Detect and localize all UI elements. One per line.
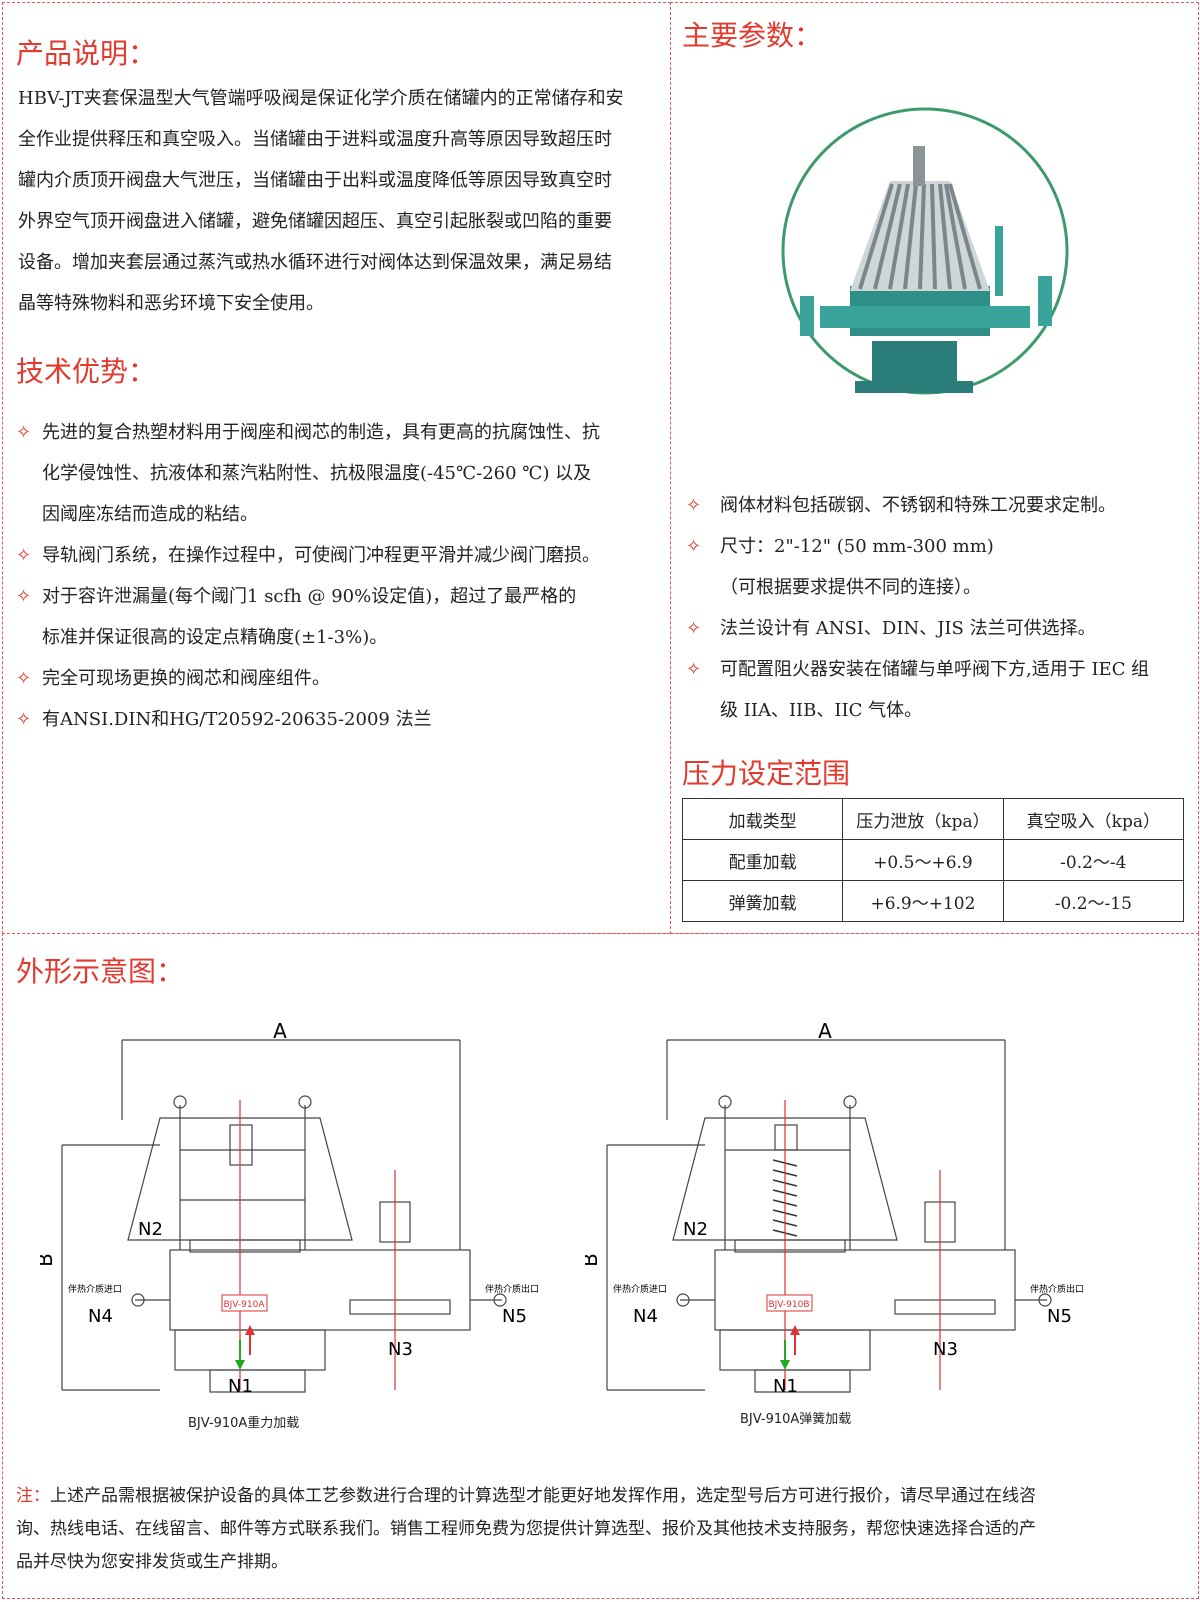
- inlet-label: 伴热介质进口: [68, 1283, 122, 1295]
- label-n1: N1: [773, 1376, 798, 1397]
- advantage-line: 完全可现场更换的阀芯和阀座组件。: [42, 668, 330, 689]
- dimension-a: A: [273, 1019, 287, 1043]
- table-cell: +6.9～+102: [842, 880, 1004, 922]
- nameplate: BJV-910B: [768, 1300, 809, 1310]
- intro-line: 罐内介质顶开阀盘大气泄压，当储罐由于出料或温度降低等原因导致真空时: [18, 170, 612, 191]
- note-line: 注：上述产品需根据被保护设备的具体工艺参数进行合理的计算选型才能更好地发挥作用，…: [16, 1480, 1186, 1513]
- param-item: ✧ 阀体材料包括碳钢、不锈钢和特殊工况要求定制。: [686, 485, 1186, 526]
- params-heading: 主要参数：: [682, 19, 823, 52]
- param-line: 级 IIA、IIB、IIC 气体。: [720, 700, 923, 721]
- dimension-b: B: [585, 1253, 602, 1267]
- table-header: 压力泄放（kpa）: [842, 798, 1004, 840]
- param-line: 法兰设计有 ANSI、DIN、JIS 法兰可供选择。: [720, 618, 1096, 639]
- breather-valve-photo: [781, 107, 1069, 395]
- advantages-list: ✧ 先进的复合热塑材料用于阀座和阀芯的制造，具有更高的抗腐蚀性、抗 化学侵蚀性、…: [16, 412, 656, 740]
- bottom-panel: [2, 933, 1199, 1599]
- table-cell: +0.5～+6.9: [842, 839, 1004, 881]
- valve-drawing-spring: BJV-910B A B N2 N4 N5 N3 N1 伴热介质进口 伴热介质出…: [585, 1019, 1084, 1397]
- table-header: 真空吸入（kpa）: [1002, 798, 1185, 840]
- inlet-label: 伴热介质进口: [613, 1283, 667, 1295]
- label-n4: N4: [88, 1306, 113, 1327]
- param-item: ✧ 法兰设计有 ANSI、DIN、JIS 法兰可供选择。: [686, 608, 1186, 649]
- advantage-item: ✧ 对于容许泄漏量(每个阈门1 scfh @ 90%设定值)，超过了最严格的 标…: [16, 576, 656, 658]
- intro-heading: 产品说明：: [16, 37, 157, 70]
- label-n4: N4: [633, 1306, 658, 1327]
- diagram-caption-spring: BJV-910A弹簧加载: [740, 1412, 852, 1427]
- bullet-icon: ✧: [686, 618, 702, 639]
- bullet-icon: ✧: [686, 659, 702, 680]
- advantage-line: 对于容许泄漏量(每个阈门1 scfh @ 90%设定值)，超过了最严格的: [42, 586, 577, 607]
- bullet-icon: ✧: [16, 709, 32, 730]
- label-n3: N3: [388, 1339, 413, 1360]
- param-item: ✧ 可配置阻火器安装在储罐与单呼阀下方,适用于 IEC 组 级 IIA、IIB、…: [686, 649, 1186, 731]
- bullet-icon: ✧: [16, 586, 32, 607]
- bullet-icon: ✧: [16, 422, 32, 443]
- valve-drawing-gravity: BJV-910A A B N2 N4 N5 N3 N1 伴热介质进口 伴热介质出…: [40, 1019, 539, 1397]
- param-line: 可配置阻火器安装在储罐与单呼阀下方,适用于 IEC 组: [720, 659, 1150, 680]
- advantage-line: 标准并保证很高的设定点精确度(±1-3%)。: [42, 627, 388, 648]
- advantage-item: ✧ 先进的复合热塑材料用于阀座和阀芯的制造，具有更高的抗腐蚀性、抗 化学侵蚀性、…: [16, 412, 656, 535]
- table-cell: -0.2～-15: [1002, 880, 1185, 922]
- label-n2: N2: [683, 1219, 708, 1240]
- nameplate: BJV-910A: [223, 1300, 265, 1310]
- table-row: 弹簧加载 +6.9～+102 -0.2～-15: [681, 880, 1185, 922]
- note-text: 上述产品需根据被保护设备的具体工艺参数进行合理的计算选型才能更好地发挥作用，选定…: [50, 1486, 1036, 1506]
- advantage-item: ✧ 完全可现场更换的阀芯和阀座组件。: [16, 658, 656, 699]
- advantage-line: 化学侵蚀性、抗液体和蒸汽粘附性、抗极限温度(-45℃-260 ℃) 以及: [42, 463, 592, 484]
- note-line: 询、热线电话、在线留言、邮件等方式联系我们。销售工程师免费为您提供计算选型、报价…: [16, 1519, 1036, 1539]
- table-header: 加载类型: [681, 798, 844, 840]
- advantage-line: 有ANSI.DIN和HG/T20592-20635-2009 法兰: [42, 709, 432, 730]
- note-label: 注：: [16, 1486, 50, 1506]
- advantage-item: ✧ 导轨阀门系统，在操作过程中，可使阀门冲程更平滑并减少阀门磨损。: [16, 535, 656, 576]
- advantage-line: 导轨阀门系统，在操作过程中，可使阀门冲程更平滑并减少阀门磨损。: [42, 545, 600, 566]
- intro-line: HBV-JT夹套保温型大气管端呼吸阀是保证化学介质在储罐内的正常储存和安: [18, 88, 624, 109]
- outlet-label: 伴热介质出口: [485, 1283, 539, 1295]
- advantages-heading: 技术优势：: [16, 355, 157, 388]
- intro-line: 晶等特殊物料和恶劣环境下安全使用。: [18, 293, 324, 314]
- table-cell: -0.2～-4: [1002, 839, 1185, 881]
- pressure-heading: 压力设定范围: [682, 757, 851, 790]
- intro-line: 设备。增加夹套层通过蒸汽或热水循环进行对阀体达到保温效果，满足易结: [18, 252, 612, 273]
- label-n1: N1: [228, 1376, 253, 1397]
- advantage-item: ✧ 有ANSI.DIN和HG/T20592-20635-2009 法兰: [16, 699, 656, 740]
- table-header-row: 加载类型 压力泄放（kpa） 真空吸入（kpa）: [681, 798, 1185, 840]
- table-cell: 弹簧加载: [681, 880, 844, 922]
- param-line: （可根据要求提供不同的连接）。: [720, 577, 981, 598]
- bullet-icon: ✧: [686, 495, 702, 516]
- param-item: ✧ 尺寸：2"-12" (50 mm-300 mm) （可根据要求提供不同的连接…: [686, 526, 1186, 608]
- advantage-line: 先进的复合热塑材料用于阀座和阀芯的制造，具有更高的抗腐蚀性、抗: [42, 422, 600, 443]
- table-cell: 配重加载: [681, 839, 844, 881]
- params-list: ✧ 阀体材料包括碳钢、不锈钢和特殊工况要求定制。 ✧ 尺寸：2"-12" (50…: [686, 485, 1186, 731]
- bullet-icon: ✧: [16, 668, 32, 689]
- label-n3: N3: [933, 1339, 958, 1360]
- label-n5: N5: [502, 1306, 527, 1327]
- table-row: 配重加载 +0.5～+6.9 -0.2～-4: [681, 839, 1185, 881]
- note: 注：上述产品需根据被保护设备的具体工艺参数进行合理的计算选型才能更好地发挥作用，…: [16, 1480, 1186, 1579]
- intro-line: 外界空气顶开阀盘进入储罐，避免储罐因超压、真空引起胀裂或凹陷的重要: [18, 211, 612, 232]
- label-n5: N5: [1047, 1306, 1072, 1327]
- intro-text: HBV-JT夹套保温型大气管端呼吸阀是保证化学介质在储罐内的正常储存和安 全作业…: [18, 78, 668, 324]
- note-line: 品并尽快为您安排发货或生产排期。: [16, 1552, 288, 1572]
- diagram-caption-gravity: BJV-910A重力加载: [188, 1416, 300, 1431]
- param-line: 尺寸：2"-12" (50 mm-300 mm): [720, 536, 994, 557]
- bullet-icon: ✧: [686, 536, 702, 557]
- label-n2: N2: [138, 1219, 163, 1240]
- pressure-table: 加载类型 压力泄放（kpa） 真空吸入（kpa） 配重加载 +0.5～+6.9 …: [681, 798, 1185, 922]
- bullet-icon: ✧: [16, 545, 32, 566]
- dimension-a: A: [818, 1019, 832, 1043]
- intro-line: 全作业提供释压和真空吸入。当储罐由于进料或温度升高等原因导致超压时: [18, 129, 612, 150]
- outlet-label: 伴热介质出口: [1030, 1283, 1084, 1295]
- diagram-heading: 外形示意图：: [16, 955, 185, 988]
- dimension-b: B: [40, 1253, 57, 1267]
- param-line: 阀体材料包括碳钢、不锈钢和特殊工况要求定制。: [720, 495, 1116, 516]
- advantage-line: 因阈座冻结而造成的粘结。: [42, 504, 258, 525]
